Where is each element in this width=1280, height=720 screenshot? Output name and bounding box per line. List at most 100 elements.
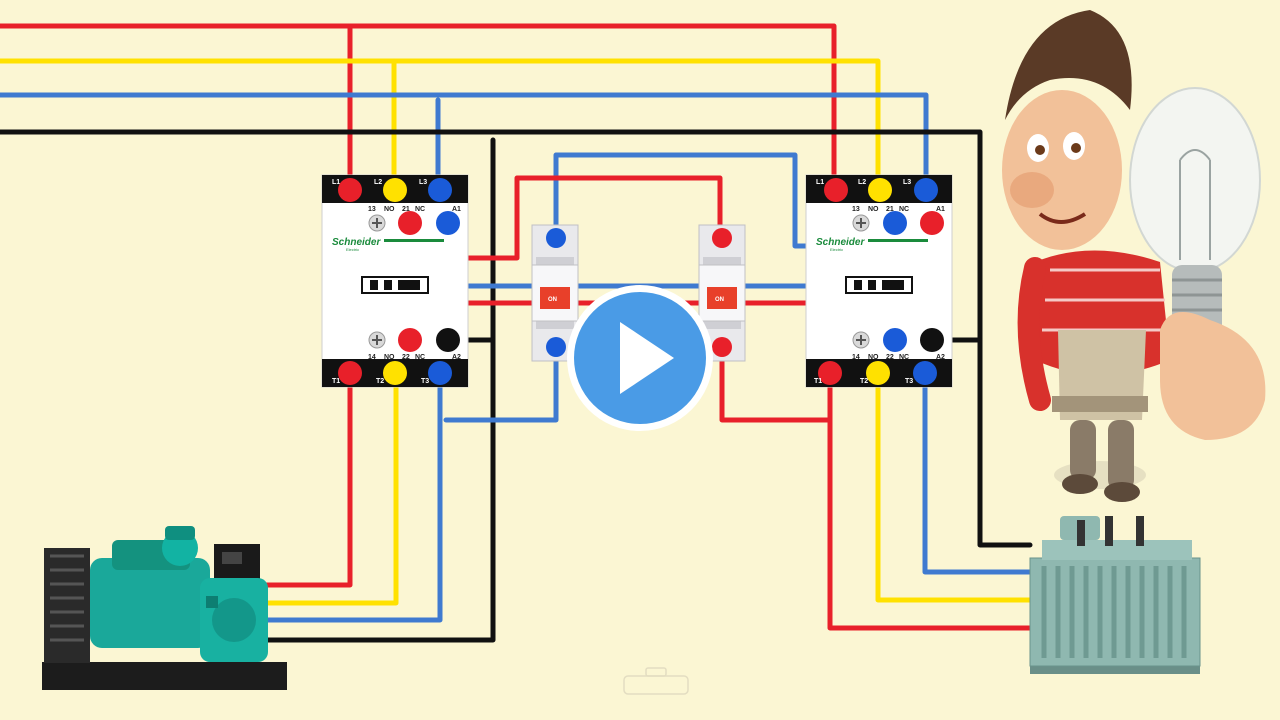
aux-21: 21 (886, 206, 894, 213)
window-mark (384, 280, 392, 290)
aux-14: 14 (852, 354, 860, 361)
control-panel (222, 552, 242, 564)
breaker-terminal-bottom[interactable] (712, 337, 732, 357)
label-l1: L1 (816, 179, 824, 186)
label-t3: T3 (905, 378, 913, 385)
terminal-t2[interactable] (383, 361, 407, 385)
gen-yellow (252, 372, 399, 606)
breaker-toggle[interactable] (707, 287, 737, 309)
mascot-arm (1017, 257, 1051, 411)
aux-22: 22 (402, 354, 410, 361)
breaker-toggle[interactable] (540, 287, 570, 309)
breaker-terminal-top[interactable] (712, 228, 732, 248)
generator-icon (42, 526, 287, 690)
aux-14: 14 (368, 354, 376, 361)
tr-blue (922, 372, 1033, 575)
tr-red (827, 372, 1033, 631)
aux-13: 13 (368, 206, 376, 213)
label-l3: L3 (419, 179, 427, 186)
breaker-rib (536, 257, 574, 265)
mascot-hand (1160, 312, 1266, 440)
screw-cross (856, 218, 866, 228)
terminal-a1[interactable] (436, 211, 460, 235)
terminal-l2[interactable] (868, 178, 892, 202)
transformer-icon (1029, 516, 1201, 674)
screw-cross (372, 218, 382, 228)
brand-name: Schneider (332, 237, 381, 248)
mascot-leg (1070, 420, 1096, 480)
terminal-21[interactable] (883, 211, 907, 235)
breaker-on-label: ON (548, 297, 557, 303)
generator-base (42, 662, 287, 690)
label-l3: L3 (903, 179, 911, 186)
ctrl-blue-low (443, 345, 559, 423)
label-l2: L2 (374, 179, 382, 186)
breaker-on-label: ON (715, 297, 724, 303)
light-bulb-icon (1129, 87, 1266, 440)
terminal-a2[interactable] (436, 328, 460, 352)
breaker-terminal-top[interactable] (546, 228, 566, 248)
bulb-filament (1179, 149, 1211, 260)
terminal-21[interactable] (398, 211, 422, 235)
ctrl-red-low (719, 345, 833, 423)
terminal-t1[interactable] (338, 361, 362, 385)
terminal-l3[interactable] (428, 178, 452, 202)
terminal-t1[interactable] (818, 361, 842, 385)
bulb-glass (1129, 87, 1261, 273)
breaker-left: ON (531, 224, 579, 362)
generator-wiring (252, 372, 443, 623)
transformer-lid (1042, 540, 1192, 560)
aux-a2: A2 (452, 354, 461, 361)
terminal-a1[interactable] (920, 211, 944, 235)
terminal-l1[interactable] (824, 178, 848, 202)
tr-yellow (875, 372, 1033, 603)
mascot-smile (1038, 212, 1087, 224)
electrician-mascot-icon (1002, 10, 1170, 502)
bus-blue (0, 92, 929, 191)
screw-cross (856, 335, 866, 345)
terminal-l1[interactable] (338, 178, 362, 202)
breaker-rib (703, 257, 741, 265)
terminal-22[interactable] (398, 328, 422, 352)
brand-sub: Electric (346, 247, 359, 252)
window-mark (854, 280, 862, 290)
brand-stripe (384, 239, 444, 242)
breaker-terminal-bottom[interactable] (546, 337, 566, 357)
label-t1: T1 (814, 378, 822, 385)
label-t3: T3 (421, 378, 429, 385)
terminal-22[interactable] (883, 328, 907, 352)
window-mark (868, 280, 876, 290)
aux-22: 22 (886, 354, 894, 361)
aux-no: NO (384, 354, 395, 361)
terminal-l3[interactable] (914, 178, 938, 202)
label-t2: T2 (376, 378, 384, 385)
breaker-rib (703, 321, 741, 329)
aux-nc: NC (415, 354, 425, 361)
terminal-t3[interactable] (913, 361, 937, 385)
mascot-head (1002, 90, 1122, 250)
mascot-shoe (1104, 482, 1140, 502)
incoming-bus (0, 23, 1033, 643)
window-mark (398, 280, 420, 290)
brand-name: Schneider (816, 237, 865, 248)
aux-no: NO (868, 354, 879, 361)
watermark-logo-icon (623, 667, 689, 695)
mascot-hair (1005, 10, 1132, 120)
terminal-t3[interactable] (428, 361, 452, 385)
terminal-l2[interactable] (383, 178, 407, 202)
mascot-pupil (1071, 143, 1081, 153)
breaker-rib (536, 321, 574, 329)
terminal-a2[interactable] (920, 328, 944, 352)
aux-nc: NC (899, 354, 909, 361)
brand-stripe (868, 239, 928, 242)
play-button-icon[interactable] (567, 285, 713, 431)
mascot-leg (1108, 420, 1134, 490)
aux-no: NO (868, 206, 879, 213)
terminal-t2[interactable] (866, 361, 890, 385)
aux-nc: NC (899, 206, 909, 213)
aux-21: 21 (402, 206, 410, 213)
transformer-wiring (827, 372, 1033, 631)
generator-engine (90, 558, 210, 648)
window-mark (370, 280, 378, 290)
